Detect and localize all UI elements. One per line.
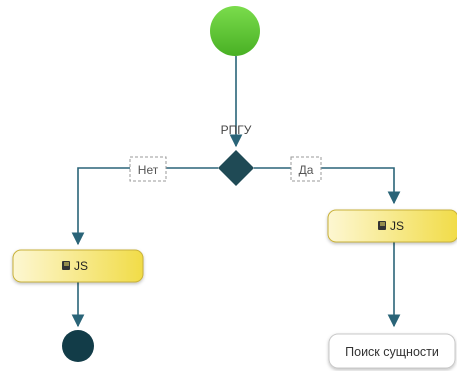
edge-decision-yes bbox=[254, 167, 401, 205]
branch-yes-label: Да bbox=[299, 163, 314, 177]
book-icon bbox=[378, 221, 386, 230]
branch-no-label: Нет bbox=[138, 163, 159, 177]
final-node[interactable] bbox=[328, 333, 456, 369]
book-icon bbox=[62, 261, 70, 270]
task-left-label: JS bbox=[74, 259, 88, 273]
task-right[interactable] bbox=[327, 209, 457, 243]
task-right-label: JS bbox=[390, 219, 404, 233]
final-node-label: Поиск сущности bbox=[345, 345, 439, 359]
start-node[interactable] bbox=[210, 6, 260, 56]
branch-no-label-box: Нет bbox=[129, 156, 167, 182]
edges bbox=[71, 56, 401, 328]
end-node[interactable] bbox=[62, 330, 94, 362]
branch-yes-label-box: Да bbox=[290, 156, 322, 182]
edge-decision-no bbox=[71, 167, 218, 246]
decision-node[interactable] bbox=[218, 150, 254, 186]
decision-label: РПГУ bbox=[221, 123, 252, 137]
task-left[interactable] bbox=[12, 249, 144, 283]
